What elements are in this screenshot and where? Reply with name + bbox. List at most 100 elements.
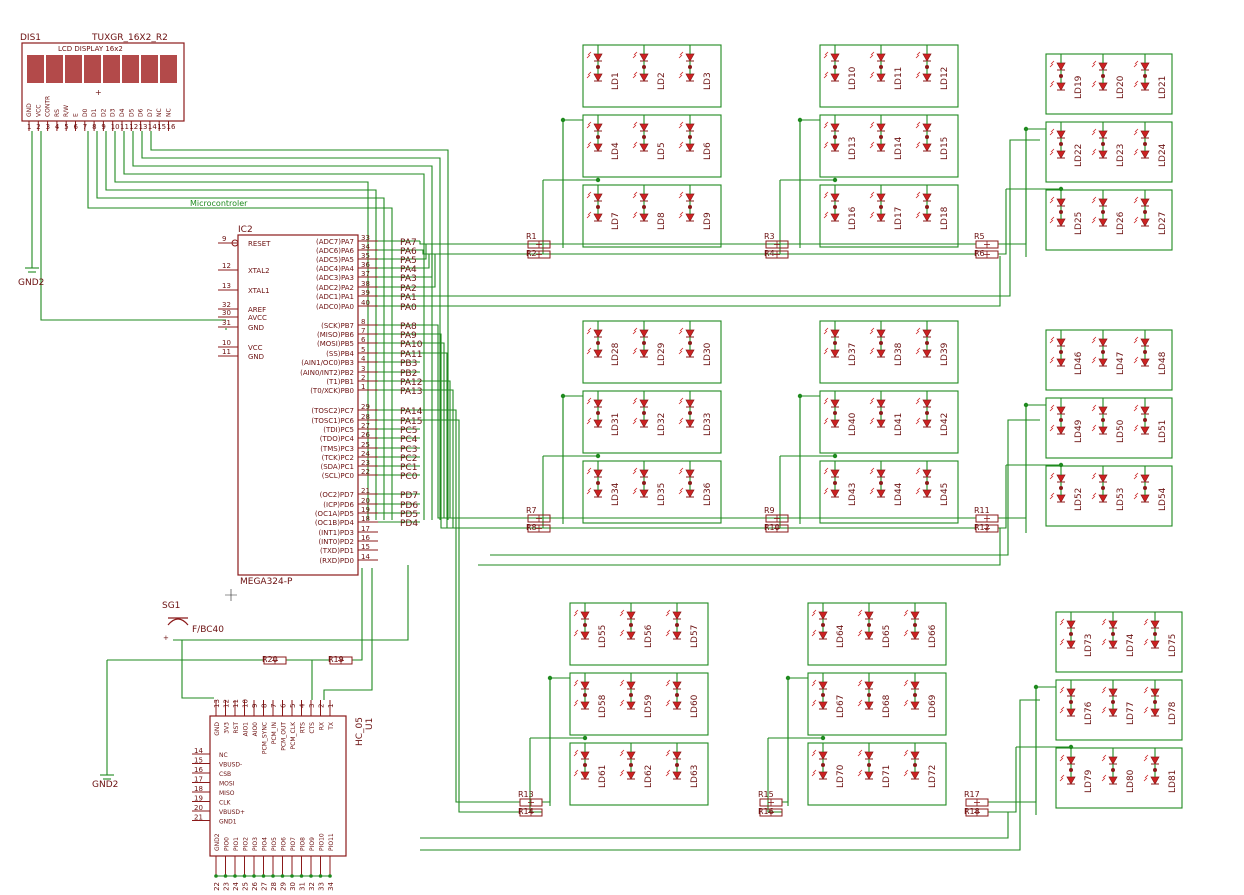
led-diode-icon bbox=[864, 701, 874, 710]
led-label: LD49 bbox=[1074, 419, 1084, 443]
mcu-right-pin-number: 5 bbox=[361, 346, 365, 354]
wire-res-block bbox=[550, 120, 564, 245]
led-emit-arrows bbox=[1143, 754, 1149, 762]
mcu-right-pin-number: 17 bbox=[361, 525, 370, 533]
bt-left-pin-number: 18 bbox=[194, 785, 203, 793]
lcd-char-cell bbox=[103, 55, 120, 83]
led-diode-icon bbox=[639, 399, 649, 408]
led-diode-icon bbox=[922, 193, 932, 202]
resistor: R18 bbox=[964, 807, 989, 817]
lcd-pin-name: D1 bbox=[91, 108, 98, 117]
led-label: LD57 bbox=[690, 625, 700, 648]
mcu-right-pin-name: (ADC6)PA6 bbox=[316, 247, 355, 255]
bt-top-pin-number: 8 bbox=[261, 704, 269, 708]
led-diode-icon bbox=[1066, 688, 1076, 697]
led-node bbox=[642, 411, 646, 415]
led-diode-icon bbox=[1140, 218, 1150, 227]
bt-bottom-pin-name: PIO2 bbox=[243, 837, 250, 851]
bt-bottom-pin-name: PIO0 bbox=[224, 837, 231, 851]
led-diode-icon bbox=[864, 681, 874, 690]
resistor-label: R9 bbox=[764, 506, 775, 515]
resistor-label: R4 bbox=[764, 249, 775, 258]
wire-res-block bbox=[542, 678, 551, 803]
bt-bottom-pin-name: PIO3 bbox=[252, 837, 259, 851]
mcu-net-label: PA5 bbox=[400, 256, 417, 266]
led-label: LD56 bbox=[644, 624, 654, 648]
led-diode-icon bbox=[639, 419, 649, 428]
led-diode-icon bbox=[922, 53, 932, 62]
led-node bbox=[1143, 142, 1147, 146]
resistor-label: R7 bbox=[526, 506, 537, 515]
resistor-body bbox=[765, 250, 789, 259]
mcu-value: MEGA324-P bbox=[240, 577, 293, 587]
resistor-label: R16 bbox=[758, 807, 774, 816]
led-diode-icon bbox=[1140, 406, 1150, 415]
bt-bottom-pin-number: 26 bbox=[251, 881, 259, 890]
led-label: LD53 bbox=[1116, 488, 1126, 511]
led-diode-icon bbox=[626, 701, 636, 710]
bt-top-pin-number: 9 bbox=[251, 704, 259, 708]
led-label: LD48 bbox=[1158, 351, 1168, 375]
resistor: R2 bbox=[526, 249, 551, 259]
led-label: LD16 bbox=[848, 206, 858, 230]
led-emit-arrows bbox=[665, 749, 671, 757]
led-diode-icon bbox=[1140, 494, 1150, 503]
resistor-body bbox=[765, 514, 789, 523]
led-emit-arrows bbox=[915, 71, 921, 79]
lcd-pin-name: NC bbox=[156, 108, 163, 117]
led-label: LD9 bbox=[703, 212, 713, 230]
led-emit-arrows bbox=[632, 211, 638, 219]
led-emit-arrows bbox=[915, 417, 921, 425]
led-diode-icon bbox=[1056, 358, 1066, 367]
led-emit-arrows bbox=[869, 191, 875, 199]
led-emit-arrows bbox=[678, 141, 684, 149]
led-label: LD22 bbox=[1074, 144, 1084, 167]
led-node bbox=[642, 135, 646, 139]
mcu-net-label: PA14 bbox=[400, 407, 423, 417]
led-diode-icon bbox=[818, 751, 828, 760]
bt-left-pin-name: MISO bbox=[219, 790, 235, 797]
led-diode-icon bbox=[593, 489, 603, 498]
led-emit-arrows bbox=[665, 699, 671, 707]
mcu-right-pin-number: 25 bbox=[361, 441, 370, 449]
led-diode-icon bbox=[1056, 62, 1066, 71]
led-emit-arrows bbox=[823, 51, 829, 59]
lcd-plus-mark: + bbox=[95, 88, 102, 97]
led-node bbox=[821, 623, 825, 627]
resistor: R7 bbox=[526, 506, 551, 523]
wire-res-block bbox=[529, 738, 542, 813]
led-diode-icon bbox=[580, 681, 590, 690]
resistor: R15 bbox=[758, 790, 783, 807]
lcd-pin-name: D7 bbox=[147, 108, 154, 117]
wire-net-bus bbox=[420, 699, 1040, 851]
led-emit-arrows bbox=[869, 141, 875, 149]
led-emit-arrows bbox=[1133, 492, 1139, 500]
mcu-right-pin-name: (ADC7)PA7 bbox=[316, 238, 354, 246]
led-emit-arrows bbox=[573, 679, 579, 687]
led-row-frame bbox=[569, 672, 709, 736]
mcu-net-label: PA13 bbox=[400, 387, 422, 397]
junction-dot bbox=[832, 177, 838, 183]
led-diode-icon bbox=[1098, 130, 1108, 139]
resistor-label: R3 bbox=[764, 232, 775, 241]
resistor-body bbox=[527, 514, 551, 523]
led-diode-icon bbox=[1056, 474, 1066, 483]
bt-bottom-pin-name: PIO5 bbox=[271, 837, 278, 851]
resistor: R12 bbox=[974, 523, 999, 533]
lcd-char-cell bbox=[160, 55, 177, 83]
led-node bbox=[1059, 350, 1063, 354]
led-node bbox=[1059, 210, 1063, 214]
resistor-body bbox=[765, 524, 789, 533]
bt-bottom-pin-number: 30 bbox=[289, 882, 297, 891]
led-emit-arrows bbox=[1091, 196, 1097, 204]
led-emit-arrows bbox=[665, 609, 671, 617]
wire-net-resistor bbox=[420, 253, 766, 269]
led-diode-icon bbox=[580, 701, 590, 710]
led-emit-arrows bbox=[823, 467, 829, 475]
resistor: R16 bbox=[758, 807, 783, 817]
wire-lcd-data bbox=[114, 131, 369, 520]
led-emit-arrows bbox=[632, 141, 638, 149]
bt-left-pin-number: 21 bbox=[194, 814, 203, 822]
